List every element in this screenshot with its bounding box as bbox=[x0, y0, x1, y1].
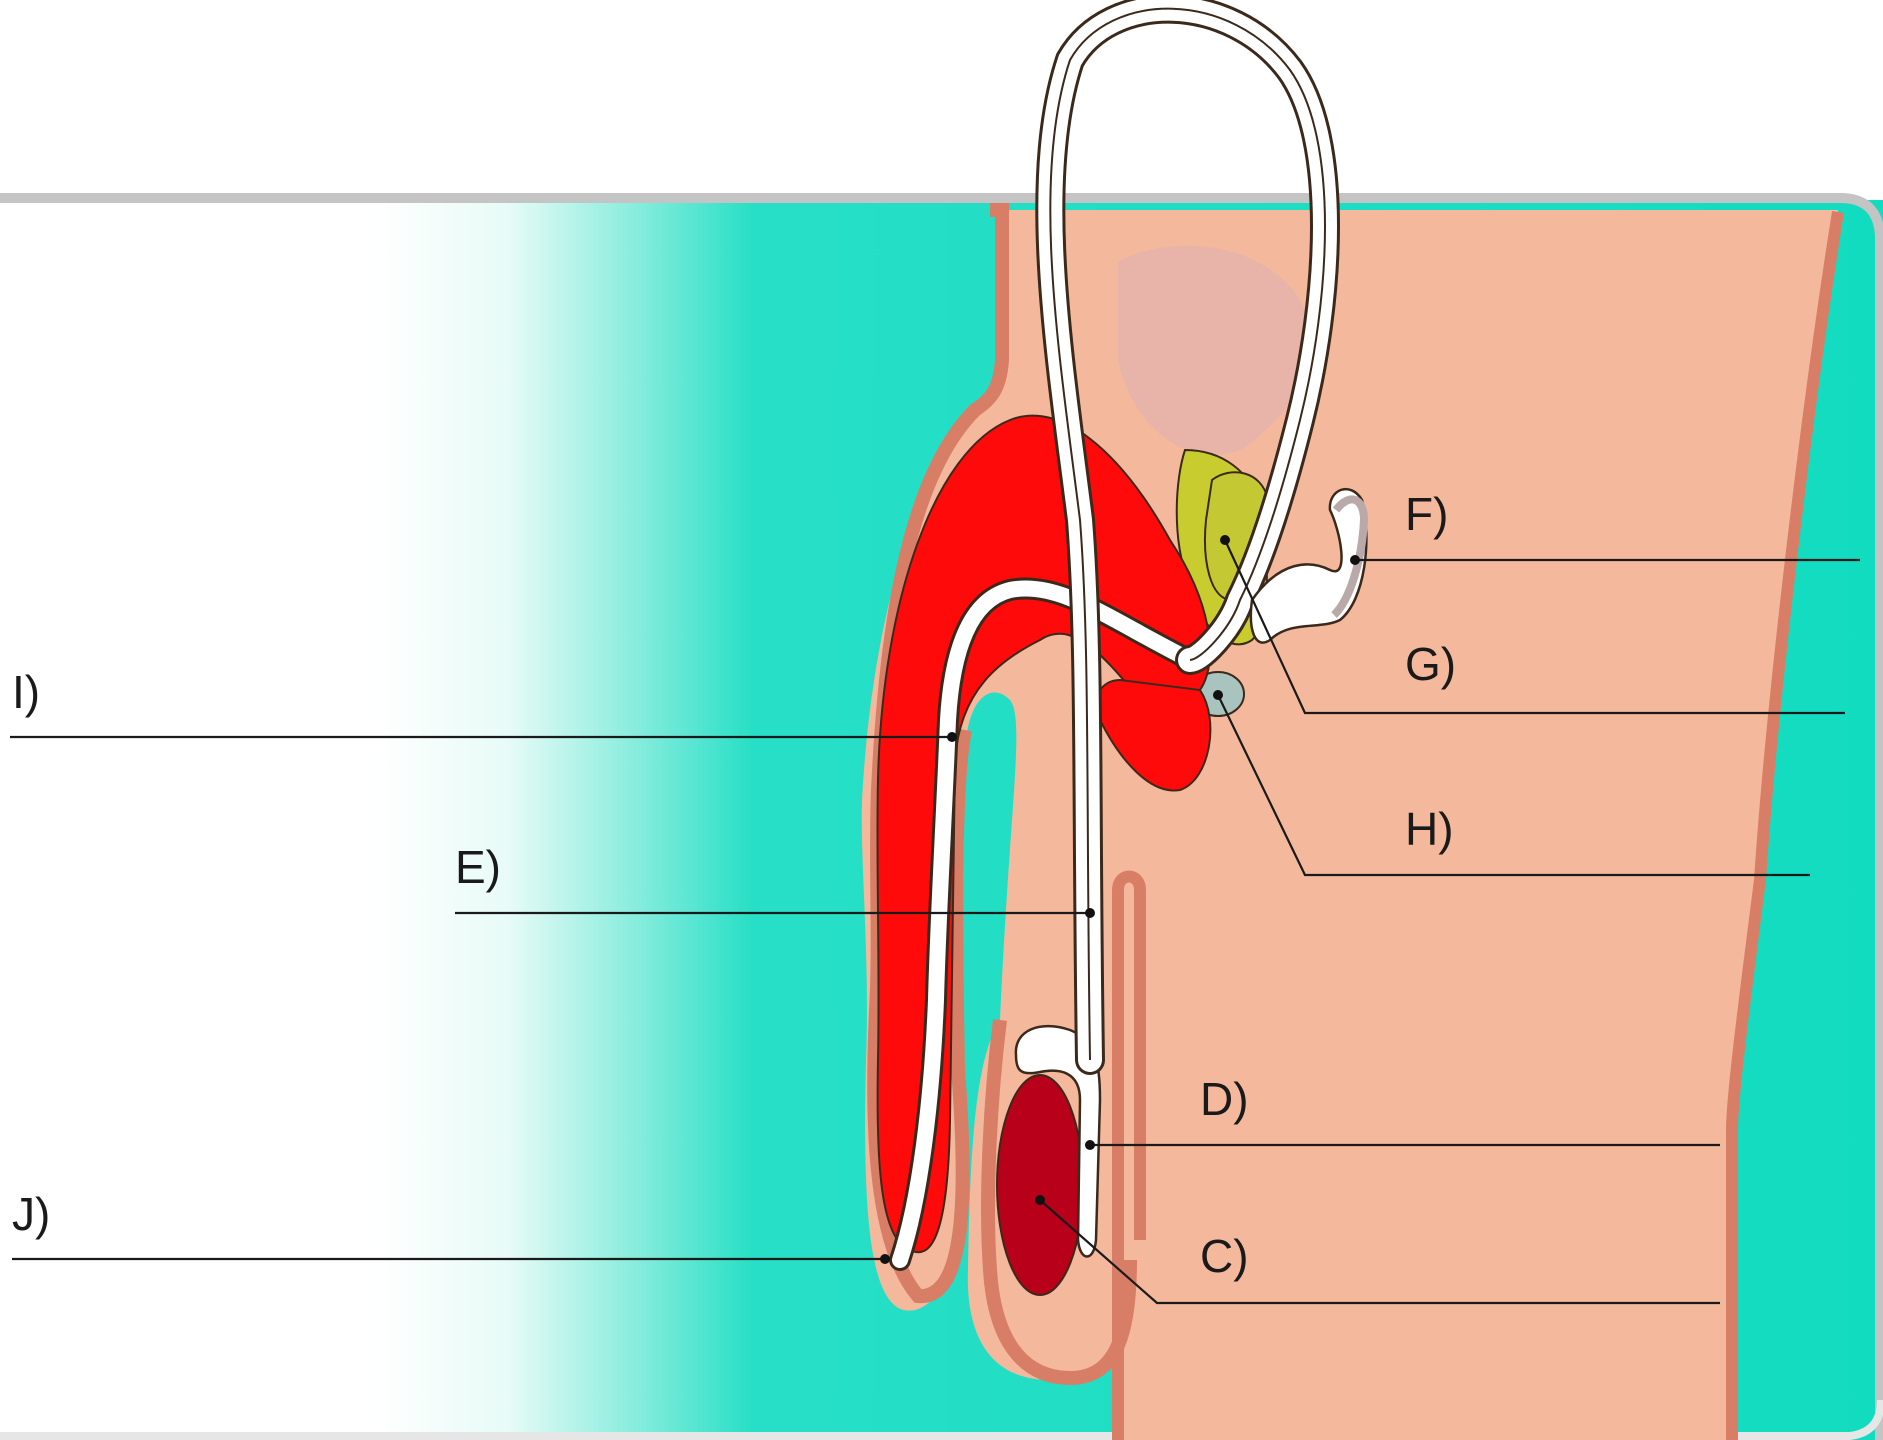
label-d: D) bbox=[1200, 1073, 1249, 1125]
label-g: G) bbox=[1405, 638, 1456, 690]
label-j: J) bbox=[12, 1188, 50, 1240]
testis bbox=[997, 1075, 1083, 1295]
label-f: F) bbox=[1405, 488, 1448, 540]
label-h: H) bbox=[1405, 803, 1454, 855]
label-e: E) bbox=[455, 841, 501, 893]
label-i: I) bbox=[12, 666, 40, 718]
label-c: C) bbox=[1200, 1230, 1249, 1282]
